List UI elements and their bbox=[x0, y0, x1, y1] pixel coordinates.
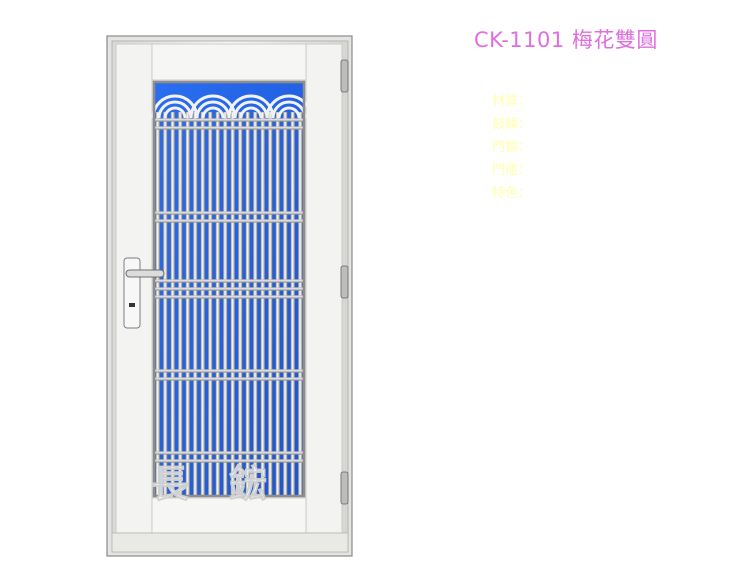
grille-arch bbox=[239, 106, 263, 119]
grille-vertical-bar bbox=[290, 111, 295, 497]
grille-vertical-bar bbox=[253, 111, 258, 497]
glass-grille-panel bbox=[151, 80, 313, 498]
grille-vertical-bar bbox=[223, 111, 228, 497]
hinge-top bbox=[340, 59, 349, 93]
door-right-stile bbox=[305, 43, 343, 534]
grille-vertical-bar bbox=[260, 111, 265, 497]
grille-vertical-bar bbox=[215, 111, 220, 497]
grille-vertical-bar bbox=[193, 111, 198, 497]
grille-vertical-bar bbox=[283, 111, 288, 497]
grille-vertical-bar bbox=[238, 111, 243, 497]
grille-vertical-bar bbox=[230, 111, 235, 497]
grille-arch bbox=[233, 100, 269, 119]
grille-arch bbox=[163, 106, 187, 119]
grille-arch bbox=[277, 106, 301, 119]
grille-vertical-bar bbox=[163, 111, 168, 497]
grille-horizontal-bar bbox=[153, 287, 305, 291]
door-top-rail bbox=[151, 43, 307, 81]
grille-horizontal-bar bbox=[153, 118, 305, 122]
grille-horizontal-bar bbox=[153, 211, 305, 215]
lever-handle[interactable] bbox=[125, 269, 165, 278]
grille-vertical-bar bbox=[178, 111, 183, 497]
grille-arch bbox=[201, 106, 225, 119]
door-handle[interactable] bbox=[123, 257, 165, 329]
grille-horizontal-bar bbox=[153, 451, 305, 455]
grille-horizontal-bar bbox=[153, 219, 305, 223]
grille-horizontal-bar bbox=[153, 369, 305, 373]
spec-feature-label: 特色： bbox=[492, 186, 532, 201]
brand-watermark: 長鋐 bbox=[151, 461, 307, 506]
grille-horizontal-bar bbox=[153, 126, 305, 130]
spec-list: 材質： 鼓鍊： 門鎖： 門檻： 特色： bbox=[492, 90, 531, 205]
grille-horizontal-bar bbox=[153, 377, 305, 381]
hinge-bottom bbox=[340, 471, 349, 505]
grille-arch bbox=[265, 94, 313, 119]
grille-arch bbox=[195, 100, 231, 119]
hinge-middle bbox=[340, 265, 349, 299]
grille-vertical-bar bbox=[185, 111, 190, 497]
door-sill bbox=[111, 532, 349, 553]
grille-vertical-bar bbox=[170, 111, 175, 497]
grille-vertical-bar bbox=[245, 111, 250, 497]
spec-threshold-label: 門檻： bbox=[492, 163, 532, 178]
grille-arch bbox=[227, 94, 275, 119]
grille-arch bbox=[157, 100, 193, 119]
grille-vertical-bar bbox=[298, 111, 303, 497]
spec-material-label: 材質： bbox=[492, 94, 532, 109]
spec-hinge-label: 鼓鍊： bbox=[492, 117, 532, 132]
grille-vertical-bar bbox=[200, 111, 205, 497]
keyhole bbox=[129, 303, 135, 307]
grille-horizontal-bar bbox=[153, 295, 305, 299]
grille-arch bbox=[189, 94, 237, 119]
product-title: CK-1101 梅花雙圓 bbox=[474, 28, 658, 52]
glass-frame-border bbox=[152, 80, 306, 498]
grille-vertical-bar bbox=[275, 111, 280, 497]
grille-vertical-bar bbox=[155, 111, 160, 497]
grille-vertical-bar bbox=[208, 111, 213, 497]
lock-plate bbox=[123, 257, 141, 329]
spec-lock-label: 門鎖： bbox=[492, 140, 532, 155]
grille-vertical-bar bbox=[268, 111, 273, 497]
grille-horizontal-bar bbox=[153, 279, 305, 283]
